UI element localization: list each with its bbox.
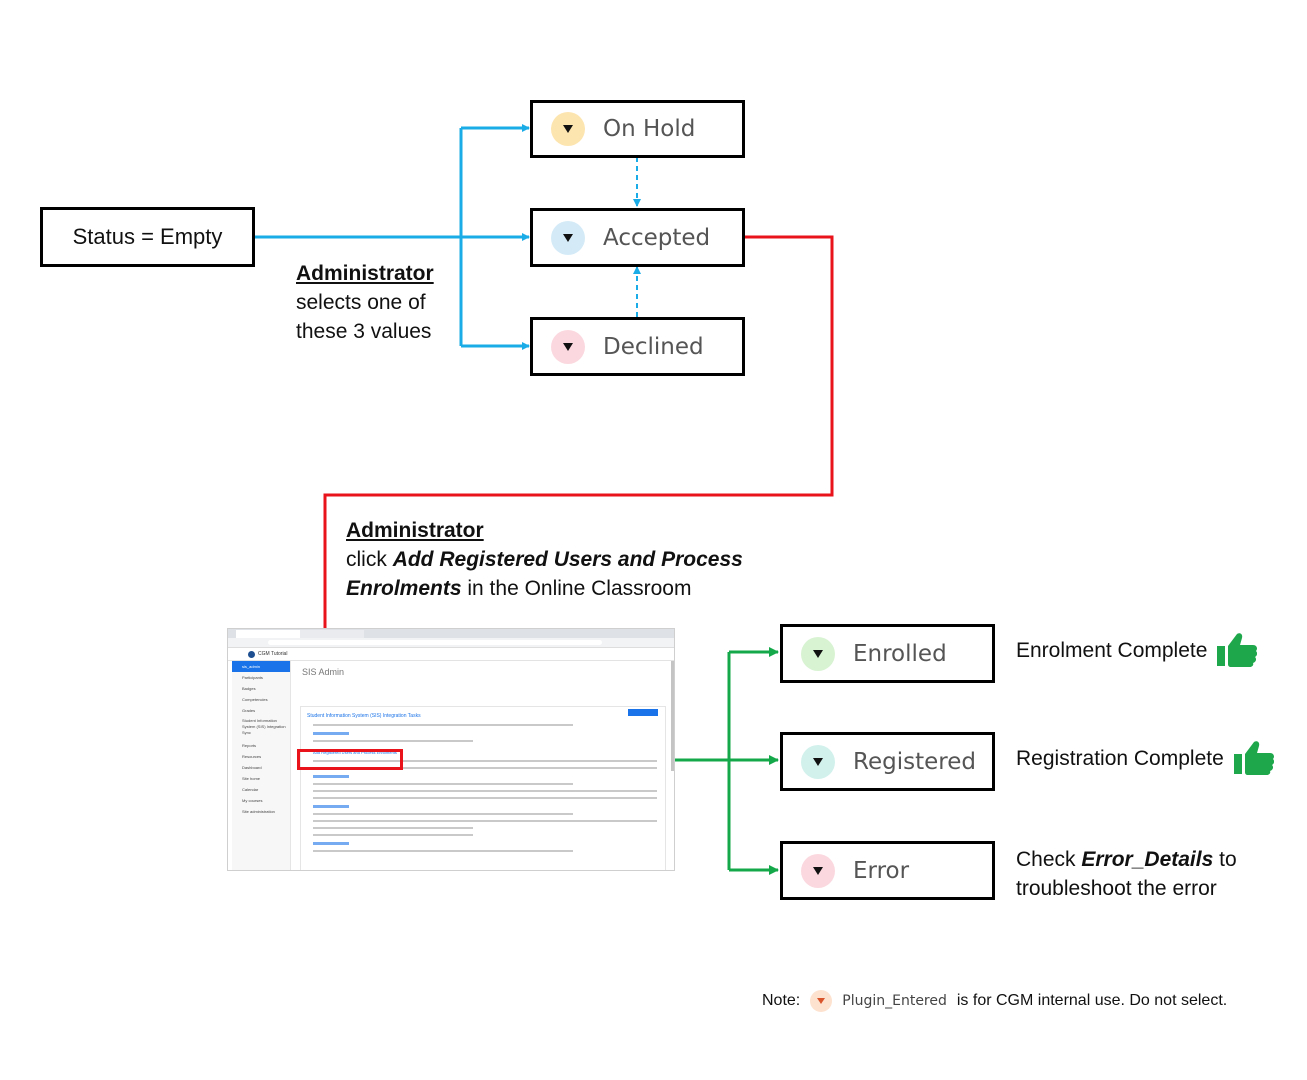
- note-prefix: Note:: [762, 992, 801, 1009]
- sidebar-item: Reports: [242, 743, 257, 748]
- app-bar: CGM Tutorial: [228, 648, 674, 661]
- red-path-accepted-to-screenshot: [320, 235, 834, 747]
- browser-tab-bar: [228, 629, 674, 638]
- scrollbar: [671, 661, 674, 771]
- option-accepted-label: Accepted: [603, 224, 711, 251]
- text-line: [313, 813, 573, 815]
- text-line: [313, 732, 349, 735]
- text-line: [313, 820, 657, 822]
- text-line: [313, 842, 349, 845]
- sidebar-item: Site home: [242, 776, 261, 781]
- result-registered-label: Registered: [853, 748, 976, 775]
- admin-action: Add Registered Users and Process: [392, 548, 743, 571]
- error-msg-prefix: Check: [1016, 848, 1076, 871]
- footer-note: Note: Plugin_Entered is for CGM internal…: [762, 990, 1227, 1012]
- screenshot-card-title: Student Information System (SIS) Integra…: [307, 713, 421, 719]
- admin-title-2: Administrator: [346, 519, 484, 542]
- text-line: [313, 805, 349, 808]
- text-line: [313, 740, 473, 742]
- text-line: [313, 783, 573, 785]
- enrolment-complete-text: Enrolment Complete: [1016, 638, 1208, 662]
- result-registered-box: Registered: [780, 732, 995, 791]
- error-msg-line2: troubleshoot the error: [1016, 877, 1217, 900]
- browser-tab: [236, 630, 300, 638]
- sidebar-item: Resources: [242, 754, 262, 759]
- sidebar-item: Grades: [242, 708, 256, 713]
- screenshot-main: SIS Admin Student Information System (SI…: [298, 661, 666, 870]
- screenshot-highlight-link: Add Registered Users and Process Enrolme…: [313, 750, 397, 755]
- sidebar-item: Calendar: [242, 787, 259, 792]
- browser-tab: [300, 630, 364, 638]
- admin-note-select: Administrator selects one of these 3 val…: [296, 259, 434, 346]
- option-on-hold-label: On Hold: [603, 116, 696, 142]
- dropdown-arrow-icon: [551, 220, 585, 255]
- sidebar-item: Competencies: [242, 697, 268, 702]
- sidebar-item: My courses: [242, 798, 263, 803]
- sidebar-item: Participants: [242, 675, 263, 680]
- admin-line-2: these 3 values: [296, 320, 432, 343]
- text-line: [313, 775, 349, 778]
- text-line: [313, 790, 657, 792]
- brand: CGM Tutorial: [248, 650, 287, 658]
- admin-action-2: Enrolments: [346, 577, 462, 600]
- result-enrolled-message: Enrolment Complete: [1016, 632, 1258, 668]
- result-error-message: Check Error_Details to troubleshoot the …: [1016, 845, 1237, 903]
- option-declined-label: Declined: [603, 333, 704, 360]
- thumbs-up-icon: [1233, 741, 1274, 775]
- dropdown-arrow-icon: [551, 329, 585, 364]
- sidebar-item: Student Information System (SIS) Integra…: [242, 718, 286, 735]
- result-registered-message: Registration Complete: [1016, 740, 1274, 776]
- text-line: [313, 827, 473, 829]
- result-error-label: Error: [853, 857, 910, 884]
- note-value: Plugin_Entered: [842, 993, 947, 1009]
- thumbs-up-icon: [1217, 633, 1258, 667]
- sidebar-item: Dashboard: [242, 765, 262, 770]
- screenshot-page-title: SIS Admin: [302, 667, 345, 677]
- admin-note-click: Administrator click Add Registered Users…: [346, 516, 743, 603]
- sidebar-item: sis_admin: [232, 661, 290, 672]
- highlight-box: [297, 749, 403, 770]
- brand-name: CGM Tutorial: [258, 651, 288, 657]
- result-enrolled-box: Enrolled: [780, 624, 995, 683]
- error-details-field: Error_Details: [1081, 848, 1214, 871]
- status-empty-label: Status = Empty: [72, 224, 223, 249]
- error-msg-suffix: to: [1219, 848, 1237, 871]
- note-suffix: is for CGM internal use. Do not select.: [956, 992, 1228, 1009]
- option-accepted-box: Accepted: [530, 208, 745, 267]
- option-declined-box: Declined: [530, 317, 745, 376]
- admin-line-1: selects one of: [296, 291, 426, 314]
- sidebar-item: Badges: [242, 686, 256, 691]
- text-line: [313, 767, 657, 769]
- screenshot-card: Student Information System (SIS) Integra…: [300, 706, 666, 870]
- admin-title: Administrator: [296, 262, 434, 285]
- admin-click-suffix: in the Online Classroom: [467, 577, 692, 600]
- registration-complete-text: Registration Complete: [1016, 746, 1224, 770]
- dropdown-arrow-icon: [801, 636, 835, 671]
- text-line: [313, 724, 573, 726]
- screenshot-button: [628, 709, 658, 716]
- option-on-hold-box: On Hold: [530, 100, 745, 158]
- result-enrolled-label: Enrolled: [853, 640, 947, 667]
- text-line: [313, 760, 657, 762]
- screenshot-sidebar: sis_admin Participants Badges Competenci…: [232, 661, 291, 870]
- dropdown-arrow-icon: [551, 112, 585, 146]
- dropdown-arrow-icon: [810, 990, 833, 1012]
- result-error-box: Error: [780, 841, 995, 900]
- moodle-screenshot: CGM Tutorial sis_admin Participants Badg…: [227, 628, 675, 871]
- status-empty-box: Status = Empty: [40, 207, 255, 267]
- text-line: [313, 834, 473, 836]
- dropdown-arrow-icon: [801, 744, 835, 779]
- text-line: [313, 850, 573, 852]
- admin-click-prefix: click: [346, 548, 387, 571]
- brand-logo-icon: [248, 650, 255, 658]
- dropdown-arrow-icon: [801, 853, 835, 888]
- text-line: [313, 797, 657, 799]
- url-field: [268, 640, 602, 645]
- browser-url-bar: [228, 638, 674, 648]
- sidebar-item: Site administration: [242, 809, 275, 814]
